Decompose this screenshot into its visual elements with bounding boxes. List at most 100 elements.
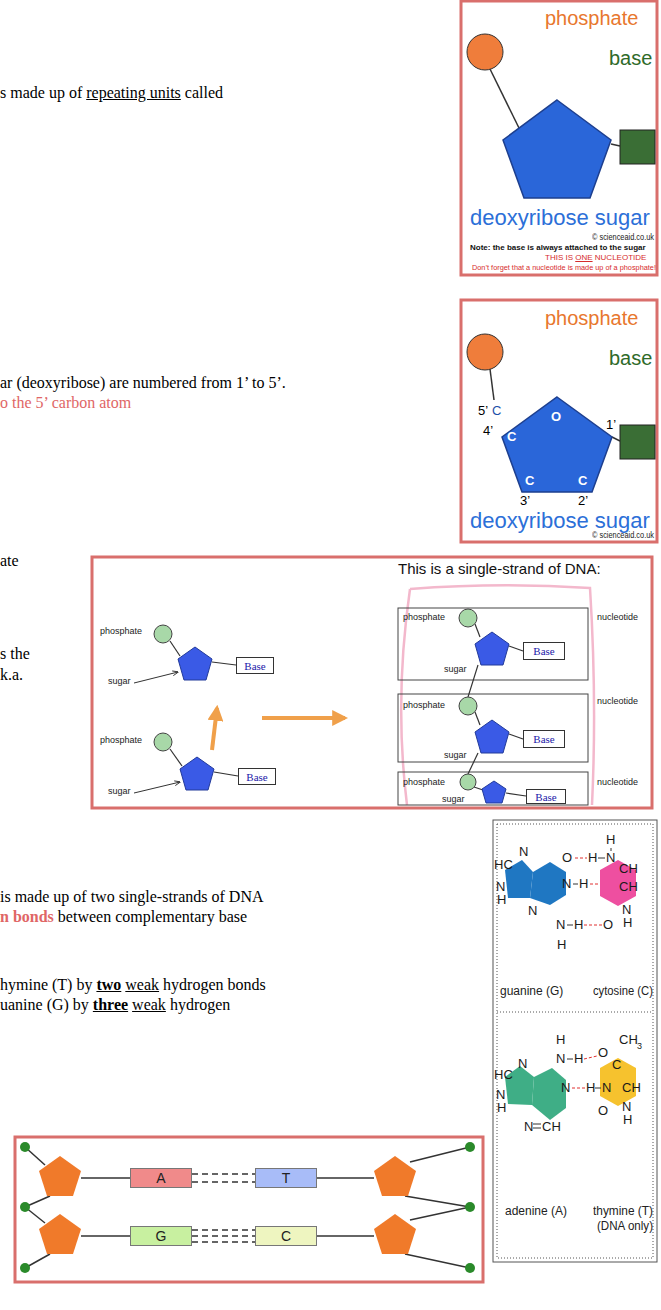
single-strand-panel [398, 694, 588, 762]
label-text: deoxyribose sugar [470, 205, 650, 230]
numbered-nucleotide-panel [502, 397, 612, 492]
numbered-nucleotide-panel [467, 334, 503, 370]
double-strand-panel [410, 1207, 470, 1220]
label-text: H [574, 918, 583, 933]
node-text: Base [533, 645, 554, 657]
label-text: ar (deoxyribose) are numbered from 1’ to… [0, 374, 286, 391]
single-strand-panel [92, 557, 652, 808]
numbered-nucleotide-panel [620, 425, 655, 459]
label-text: H [606, 833, 615, 848]
label-text: adenine (A) [505, 1205, 567, 1219]
label-text: between complementary base [54, 908, 247, 925]
node-text: Base [533, 733, 554, 745]
single-strand-panel [468, 753, 478, 774]
label-text: nucleotide [597, 612, 638, 622]
nucleotide-panel [611, 144, 620, 146]
single-strand-panel [154, 625, 172, 643]
base-pair-structures [575, 858, 587, 859]
double-strand-panel [317, 1235, 374, 1237]
label-text: phosphate [403, 700, 445, 710]
nucleotide-panel [461, 1, 657, 275]
label-text: called [181, 84, 223, 101]
base-pair-structures [533, 1124, 541, 1125]
label-text: C [507, 430, 516, 445]
base-letter-box: T [255, 1168, 317, 1188]
label-text: N [518, 1057, 527, 1072]
single-strand-panel [134, 782, 180, 793]
label-text: H [497, 893, 506, 908]
base-pair-structures [584, 925, 602, 926]
label-text: two [96, 976, 121, 993]
double-strand-panel [20, 1263, 30, 1273]
label-text: sugar [442, 794, 465, 804]
base-letter-box: C [255, 1226, 317, 1246]
label-text: O [551, 410, 561, 425]
label-text: k.a. [0, 666, 23, 683]
node-text: Base [535, 791, 556, 803]
hydrogen-bond-connector [192, 1174, 255, 1182]
text-line: is made up of two single-strands of DNA [0, 888, 264, 906]
label-text: CH [619, 862, 638, 877]
base-pair-structures [532, 1068, 566, 1120]
label-text: n bonds [0, 908, 54, 925]
base-pair-structures [590, 884, 600, 885]
label-text: o the 5’ carbon atom [0, 394, 131, 411]
label-text: N [561, 1081, 570, 1096]
single-strand-panel [398, 608, 588, 680]
label-text: sugar [444, 664, 467, 674]
base-pair-structures [584, 1056, 597, 1059]
label-text: N [606, 851, 615, 866]
label-text: 4’ [483, 424, 493, 439]
label-text: 3 [637, 1041, 642, 1051]
node-text: T [282, 1170, 291, 1186]
base-letter-box: A [130, 1168, 192, 1188]
single-strand-panel [475, 632, 509, 665]
label-text: This is a single-strand of DNA: [398, 560, 601, 577]
label-text: 2’ [578, 494, 588, 509]
label-text: N [528, 904, 537, 919]
base-pair-structures [573, 884, 578, 885]
numbered-nucleotide-panel [461, 300, 657, 542]
single-strand-panel [475, 712, 480, 725]
nucleotide-panel [490, 69, 519, 128]
single-strand-panel [212, 662, 236, 665]
single-strand-panel [154, 733, 172, 751]
label-text: ONE [575, 253, 592, 262]
label-text: weak [125, 976, 159, 993]
single-strand-panel [509, 734, 523, 739]
label-text: sugar [108, 676, 131, 686]
label-text: CH [619, 1033, 638, 1048]
single-strand-panel [506, 793, 526, 796]
node-text: Base [244, 660, 265, 672]
label-text: C [578, 474, 587, 489]
label-text: hymine (T) by [0, 976, 96, 993]
single-strand-panel [262, 716, 345, 720]
double-strand-panel [405, 1196, 470, 1207]
double-strand-panel [317, 1177, 374, 1179]
label-text: O [562, 851, 572, 866]
label-text: deoxyribose sugar [470, 508, 650, 533]
text-line: ar (deoxyribose) are numbered from 1’ to… [0, 374, 286, 392]
nucleotide-panel [620, 130, 655, 164]
label-text: N [524, 1120, 533, 1135]
base-pair-structures [598, 858, 605, 859]
double-strand-panel [81, 1235, 130, 1237]
base-box: Base [236, 657, 274, 674]
text-line: o the 5’ carbon atom [0, 394, 131, 412]
label-text: s made up of [0, 84, 86, 101]
double-strand-panel [15, 1137, 483, 1282]
label-text: CH [542, 1120, 561, 1135]
single-strand-panel [92, 557, 652, 808]
text-line: uanine (G) by threeweak hydrogen [0, 996, 230, 1014]
nucleotide-panel [461, 1, 657, 275]
label-text: uanine (G) by [0, 996, 93, 1013]
base-pair-structures [533, 1128, 541, 1129]
label-text: phosphate [545, 7, 638, 30]
text-line: s made up of repeating units called [0, 84, 223, 102]
label-text: H [556, 1033, 565, 1048]
base-box: Base [523, 642, 565, 660]
single-strand-panel [468, 665, 478, 697]
single-strand-panel [170, 641, 180, 656]
double-strand-panel [25, 1147, 470, 1268]
single-strand-panel [212, 708, 217, 750]
